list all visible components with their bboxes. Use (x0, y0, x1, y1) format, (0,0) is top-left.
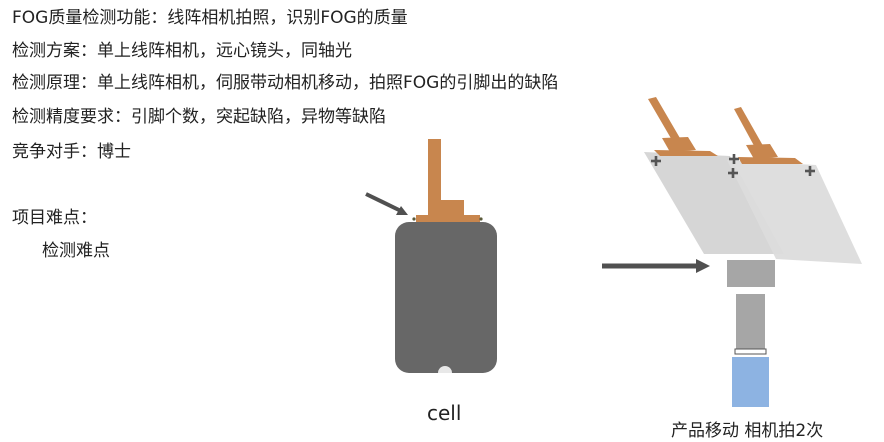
panel-tab-1-lead (648, 97, 684, 147)
telecentric-lens (736, 294, 765, 349)
coaxial-light (727, 260, 775, 287)
process-illustration (602, 97, 862, 407)
panel-front (727, 160, 862, 264)
plus-marks (651, 154, 815, 178)
cell-illustration (365, 139, 497, 373)
text-line-scheme: 检测方案：单上线阵相机，远心镜头，同轴光 (12, 41, 352, 61)
text-line-difficulty-item: 检测难点 (42, 241, 110, 261)
defect-pointer-arrow-head (396, 206, 408, 215)
cell-caption: cell (427, 401, 462, 425)
line-scan-camera (732, 357, 769, 407)
panel-back (644, 152, 784, 254)
fog-tab-base (416, 215, 480, 223)
lens-ring (734, 348, 767, 355)
panel-tab-2-base (738, 157, 803, 164)
fog-tab-step (428, 200, 464, 216)
fog-tab-vertical (428, 139, 441, 203)
panel-tab-2-step (746, 144, 778, 159)
panel-tab-1-base (654, 150, 718, 156)
movement-arrow-head (696, 259, 710, 273)
defect-pointer-arrow-shaft (365, 192, 402, 213)
panel-tab-2-lead (734, 107, 766, 153)
text-line-precision: 检测精度要求：引脚个数，突起缺陷，异物等缺陷 (12, 107, 386, 127)
text-line-principle: 检测原理：单上线阵相机，伺服带动相机移动，拍照FOG的引脚出的缺陷 (12, 73, 559, 93)
panel-tab-1-step (662, 137, 696, 152)
process-caption: 产品移动 相机拍2次 (671, 421, 824, 441)
battery-notch (438, 366, 452, 373)
text-line-function: FOG质量检测功能：线阵相机拍照，识别FOG的质量 (12, 8, 408, 28)
tab-contact-left (412, 217, 416, 221)
battery-body (395, 222, 497, 373)
text-line-difficulty-heading: 项目难点： (12, 208, 97, 228)
tab-contact-right (479, 217, 483, 221)
text-line-competitor: 竞争对手：博士 (12, 142, 131, 162)
